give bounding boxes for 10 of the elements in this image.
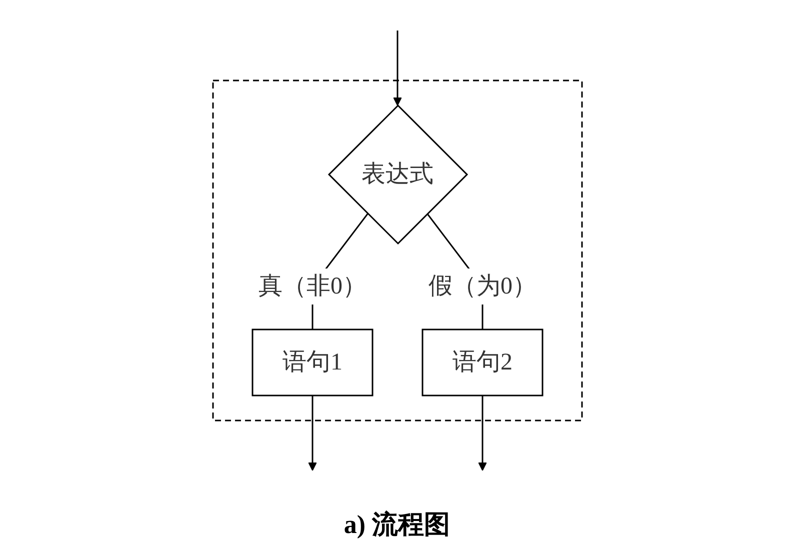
edge-label: 真（非0） <box>258 274 366 300</box>
edge-label: 假（为0） <box>428 274 536 300</box>
node-box: 语句1 <box>251 328 373 396</box>
caption: a) 流程图 <box>344 509 450 541</box>
cluster <box>212 80 582 422</box>
arrow <box>308 396 316 471</box>
arrow <box>478 396 486 471</box>
arrow <box>392 30 402 106</box>
node-box: 语句2 <box>421 328 543 396</box>
node-diamond: 表达式 <box>327 104 468 245</box>
